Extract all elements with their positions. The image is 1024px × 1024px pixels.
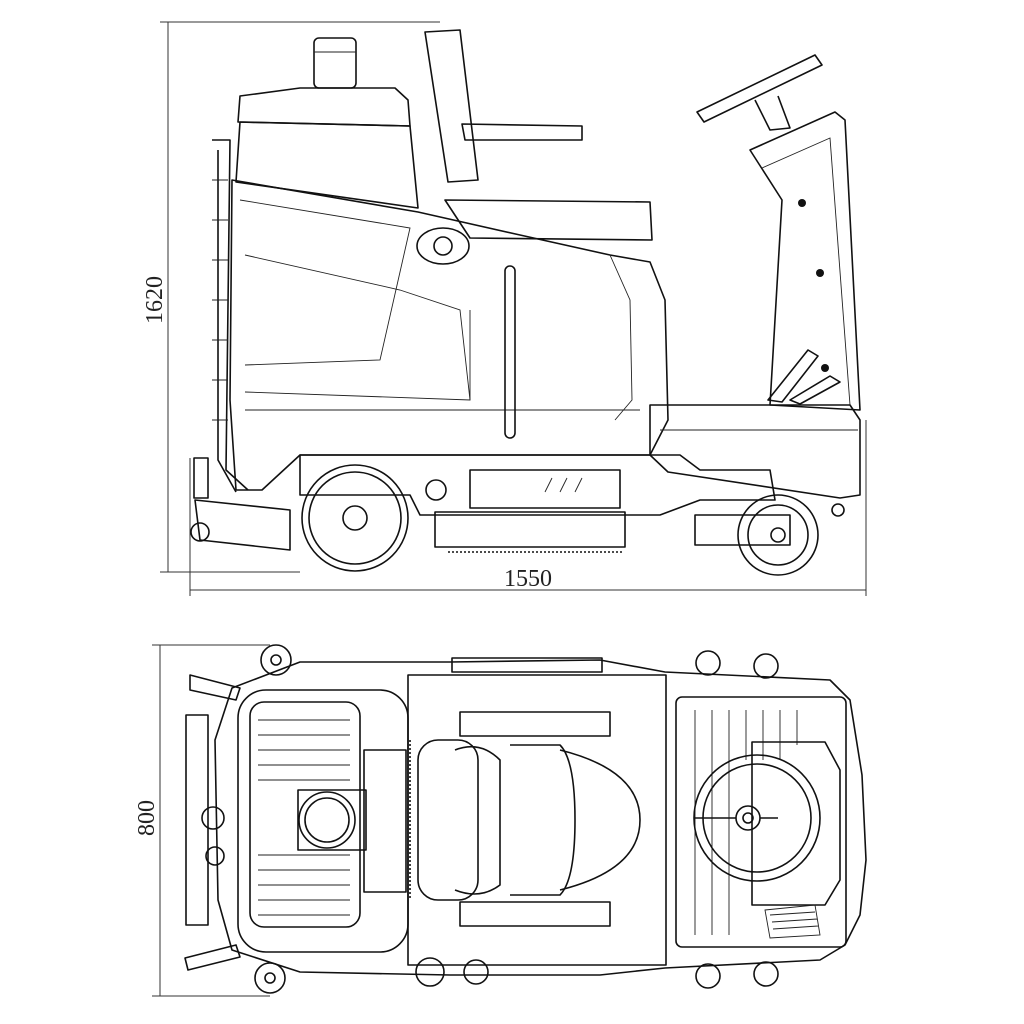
length-dimension: 1550 — [189, 420, 867, 596]
width-label: 800 — [134, 800, 160, 836]
side-view — [190, 29, 861, 576]
length-label: 1550 — [504, 566, 552, 592]
width-dimension: 800 — [134, 644, 270, 997]
top-view — [184, 644, 867, 994]
height-label: 1620 — [142, 276, 168, 324]
height-dimension: 1620 — [142, 21, 440, 573]
tank-grille — [258, 719, 350, 916]
floor-grille — [694, 710, 798, 935]
